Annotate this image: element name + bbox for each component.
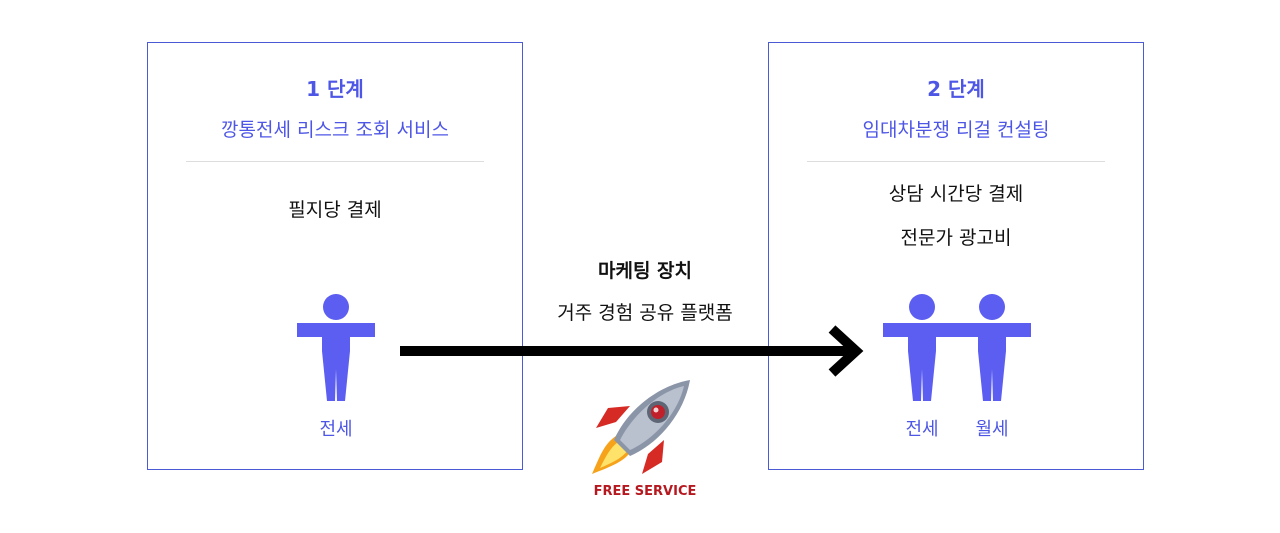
marketing-title: 마케팅 장치 xyxy=(597,260,692,282)
stage-1-divider xyxy=(186,161,484,162)
stage-1-note: 필지당 결제 xyxy=(288,199,382,221)
person-label-jeonse: 전세 xyxy=(905,419,939,440)
stage-2-divider xyxy=(807,161,1105,162)
stage-2-subtitle: 임대차분쟁 리걸 컨설팅 xyxy=(862,119,1050,141)
person-icon xyxy=(297,294,375,401)
stage-2-box: 2 단계 임대차분쟁 리걸 컨설팅 상담 시간당 결제 전문가 광고비 전세 월… xyxy=(768,42,1144,470)
rocket-icon xyxy=(592,380,690,474)
stage-1-box: 1 단계 깡통전세 리스크 조회 서비스 필지당 결제 전세 xyxy=(147,42,523,470)
person-label-wolse: 월세 xyxy=(975,419,1009,440)
marketing-subtitle: 거주 경험 공유 플랫폼 xyxy=(557,302,733,324)
free-service-label: FREE SERVICE xyxy=(593,484,697,499)
stage-1-subtitle: 깡통전세 리스크 조회 서비스 xyxy=(221,119,449,141)
stage-2-note-2: 전문가 광고비 xyxy=(900,227,1012,249)
arrow-right-icon xyxy=(400,325,864,377)
two-persons-icon xyxy=(883,294,1031,401)
stage-2-title: 2 단계 xyxy=(927,77,985,101)
person-label-jeonse: 전세 xyxy=(319,419,353,440)
stage-2-note-1: 상담 시간당 결제 xyxy=(888,183,1024,205)
stage-1-title: 1 단계 xyxy=(306,77,364,101)
